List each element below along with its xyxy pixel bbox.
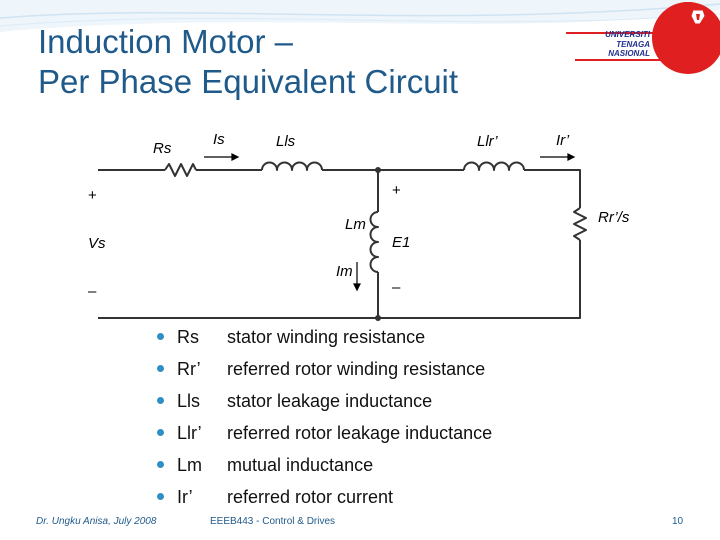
university-logo (566, 2, 720, 74)
legend-symbol: Rr’ (177, 359, 201, 379)
label-e1-plus: + (392, 182, 401, 199)
label-rs: Rs (153, 140, 172, 157)
bullet-icon (157, 429, 164, 436)
list-item: Rs stator winding resistance (157, 323, 492, 355)
title-line-2: Per Phase Equivalent Circuit (38, 63, 459, 100)
legend-description: stator leakage inductance (227, 391, 433, 411)
label-llr: Llr’ (477, 133, 498, 150)
label-ir: Ir’ (556, 132, 570, 149)
bullet-icon (157, 461, 164, 468)
legend-description: referred rotor leakage inductance (227, 423, 493, 443)
label-rr: Rr’/s (598, 209, 630, 226)
header-swoosh (0, 0, 720, 32)
legend-description: mutual inductance (227, 455, 374, 475)
stator-leakage-inductor (261, 161, 323, 171)
label-is: Is (213, 131, 225, 148)
legend-description: referred rotor winding resistance (227, 359, 486, 379)
bullet-icon (157, 493, 164, 500)
legend-description: referred rotor current (227, 487, 394, 507)
rotor-resistor (573, 207, 587, 241)
label-vs-minus: – (88, 283, 97, 300)
magnetizing-inductor (369, 211, 379, 273)
legend-symbol: Ir’ (177, 487, 193, 507)
stator-resistor (164, 163, 197, 177)
symbol-legend: Rs stator winding resistance Rr’ referred … (157, 323, 492, 515)
bullet-icon (157, 333, 164, 340)
footer-course: EEEB443 - Control & Drives (210, 516, 336, 527)
wire-top-right (524, 169, 581, 208)
title-line-1: Induction Motor – (38, 23, 293, 60)
list-item: Lls stator leakage inductance (157, 387, 492, 419)
label-lm: Lm (345, 216, 366, 233)
slide-title: Induction Motor – Per Phase Equivalent C… (38, 22, 458, 102)
bullet-icon (157, 397, 164, 404)
label-e1-minus: – (392, 279, 401, 296)
label-vs-plus: + (88, 187, 97, 204)
rotor-leakage-inductor (463, 161, 525, 171)
footer-author: Dr. Ungku Anisa, July 2008 (36, 516, 157, 527)
logo-line-3: NASIONAL (608, 49, 650, 58)
logo-emblem-icon (690, 9, 706, 25)
list-item: Rr’ referred rotor winding resistance (157, 355, 492, 387)
wire-right-bottom (98, 240, 581, 319)
list-item: Llr’ referred rotor leakage inductance (157, 419, 492, 451)
logo-line-1: UNIVERSITI (605, 30, 650, 39)
label-vs: Vs (88, 235, 106, 252)
legend-symbol: Lls (177, 391, 201, 411)
logo-text: UNIVERSITI TENAGA NASIONAL (560, 30, 650, 59)
legend-symbol: Llr’ (177, 423, 202, 443)
label-lls: Lls (276, 133, 296, 150)
label-e1: E1 (392, 234, 410, 251)
node-top (375, 167, 381, 173)
bullet-icon (157, 365, 164, 372)
page-number: 10 (672, 516, 684, 527)
node-bottom (375, 315, 381, 321)
legend-symbol: Lm (177, 455, 203, 475)
logo-line-2: TENAGA (616, 39, 650, 49)
label-im: Im (336, 263, 353, 280)
list-item: Lm mutual inductance (157, 451, 492, 483)
list-item: Ir’ referred rotor current (157, 483, 492, 515)
legend-symbol: Rs (177, 327, 199, 347)
legend-description: stator winding resistance (227, 327, 426, 347)
